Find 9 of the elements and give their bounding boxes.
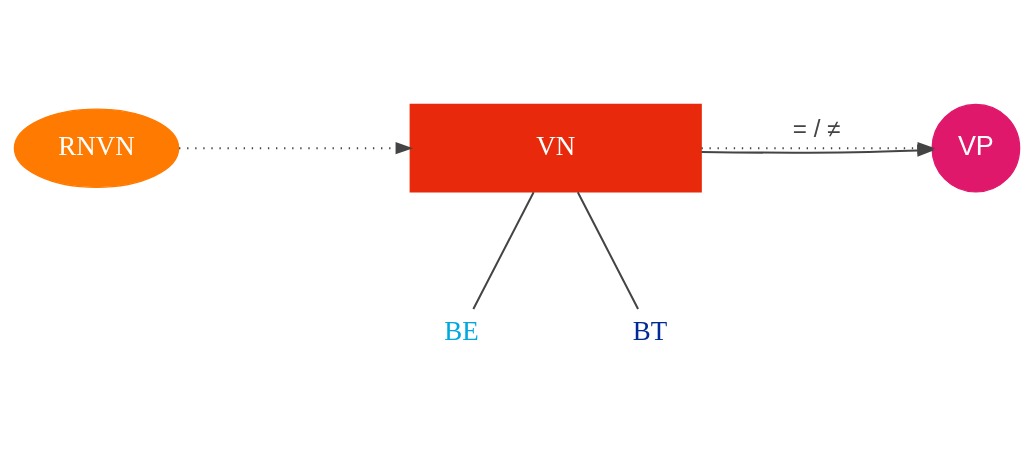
connector — [576, 191, 639, 310]
connector — [471, 191, 534, 310]
node-text: BT — [632, 316, 667, 347]
arrow — [178, 142, 413, 155]
node-box: VN — [409, 103, 702, 193]
node-ellipse: RNVN — [13, 108, 179, 188]
node-text: BE — [443, 316, 479, 347]
edge-label: = / ≠ — [792, 114, 840, 142]
node-circle: VP — [930, 103, 1020, 193]
